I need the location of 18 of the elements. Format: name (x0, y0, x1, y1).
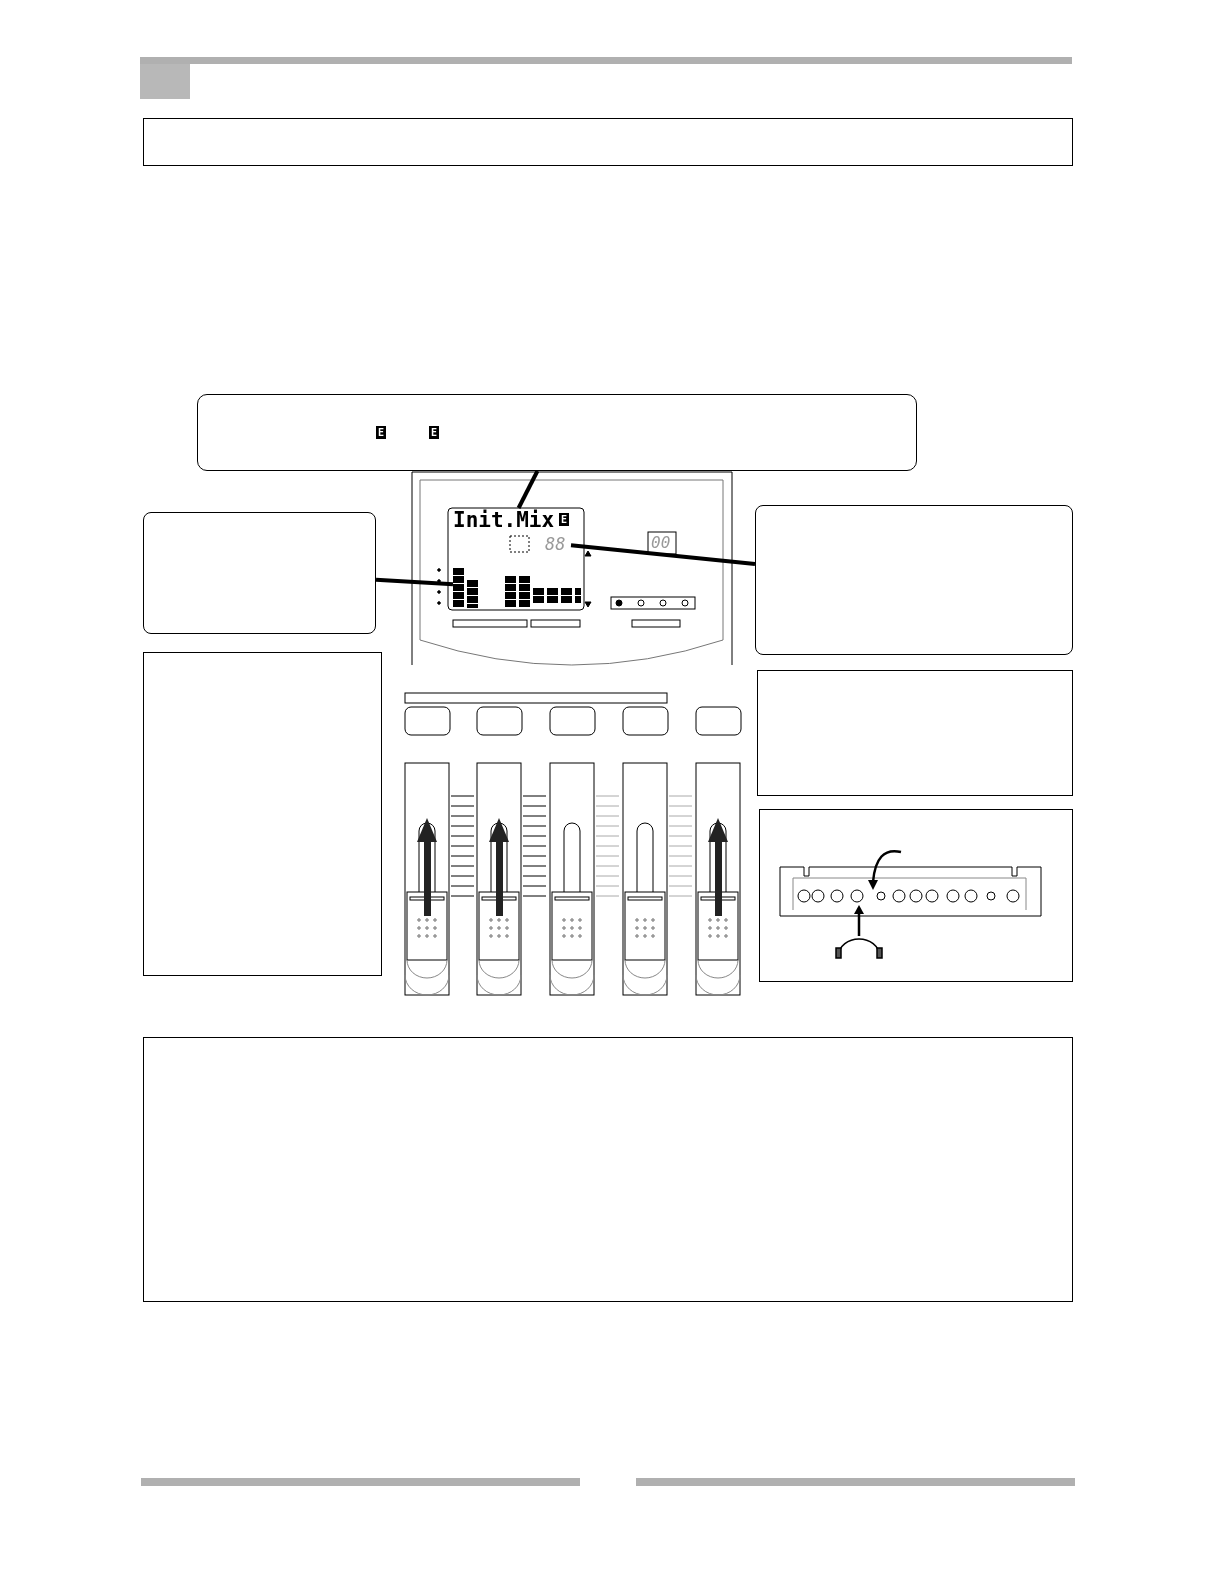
callout-box (143, 512, 376, 634)
level-meter (453, 568, 581, 608)
display-text: Init.Mix (453, 508, 555, 532)
illustration-panel (759, 809, 1073, 982)
callout-box (755, 505, 1073, 655)
text-panel (757, 670, 1073, 796)
display-character: E (376, 426, 386, 439)
display-character: E (429, 426, 439, 439)
text-panel (143, 1037, 1073, 1302)
counter-digits: 00 (651, 533, 671, 553)
leader-line (570, 543, 756, 566)
text-panel (143, 652, 382, 976)
counter-digits: 88 (545, 534, 566, 554)
callout-box (197, 394, 917, 471)
leader-line (375, 577, 454, 587)
heading-box (143, 118, 1073, 166)
leader-line (516, 470, 540, 509)
display-character: E (559, 513, 569, 526)
